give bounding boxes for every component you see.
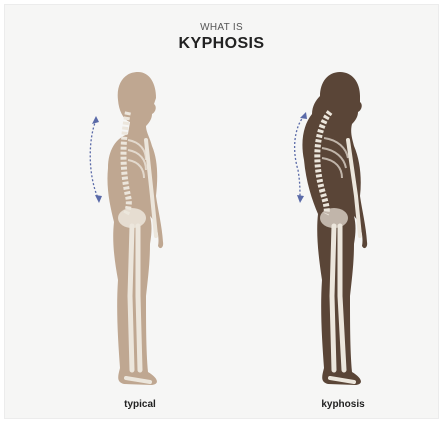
kyphosis-arrow-head-bottom: [297, 195, 304, 203]
kyphosis-label: kyphosis: [321, 399, 364, 410]
kyphosis-figure: [295, 72, 368, 385]
title-kicker: WHAT IS: [0, 22, 443, 33]
kyphosis-curve-arrow: [295, 116, 304, 198]
typical-arrow-head-bottom: [95, 195, 102, 203]
typical-curve-arrow: [90, 120, 98, 198]
kyphosis-arrow-head-top: [300, 112, 307, 119]
typical-label: typical: [124, 399, 156, 410]
page-title: KYPHOSIS: [0, 35, 443, 53]
typical-figure: [90, 72, 163, 385]
typical-arrow-head-top: [92, 116, 99, 124]
